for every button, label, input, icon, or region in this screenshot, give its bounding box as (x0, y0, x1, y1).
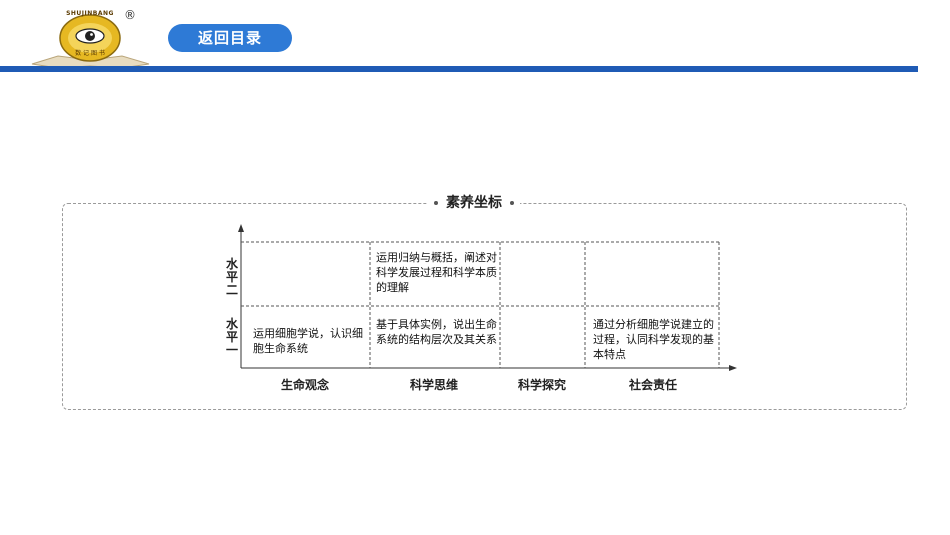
section-title-text: 素养坐标 (446, 195, 502, 211)
y-label-level1: 水平一 (225, 317, 238, 357)
cell-level2-thinking: 运用归纳与概括，阐述对科学发展过程和科学本质的理解 (376, 251, 497, 294)
header-divider-bar (0, 66, 918, 72)
cell-level1-thinking: 基于具体实例，说出生命系统的结构层次及其关系 (376, 318, 497, 346)
x-label-social-responsibility: 社会责任 (628, 378, 677, 392)
title-dot-right (510, 201, 514, 205)
registered-mark: ® (124, 8, 136, 22)
cell-level1-responsibility: 通过分析细胞学说建立的过程，认同科学发现的基本特点 (593, 318, 714, 361)
cell-level1-concept: 运用细胞学说，认识细胞生命系统 (253, 327, 363, 355)
logo-text: SHUJINBANG (66, 10, 114, 17)
x-label-scientific-inquiry: 科学探究 (517, 378, 566, 392)
title-dot-left (434, 201, 438, 205)
brand-logo: SHUJINBANG 数 记 图 书 ® (28, 8, 153, 70)
logo-subtitle: 数 记 图 书 (75, 50, 105, 57)
x-label-life-concept: 生命观念 (280, 378, 329, 392)
back-to-contents-button[interactable]: 返回目录 (168, 24, 292, 52)
section-title: 素养坐标 (428, 194, 520, 212)
x-label-scientific-thinking: 科学思维 (409, 378, 458, 392)
y-label-level2: 水平二 (225, 257, 238, 297)
